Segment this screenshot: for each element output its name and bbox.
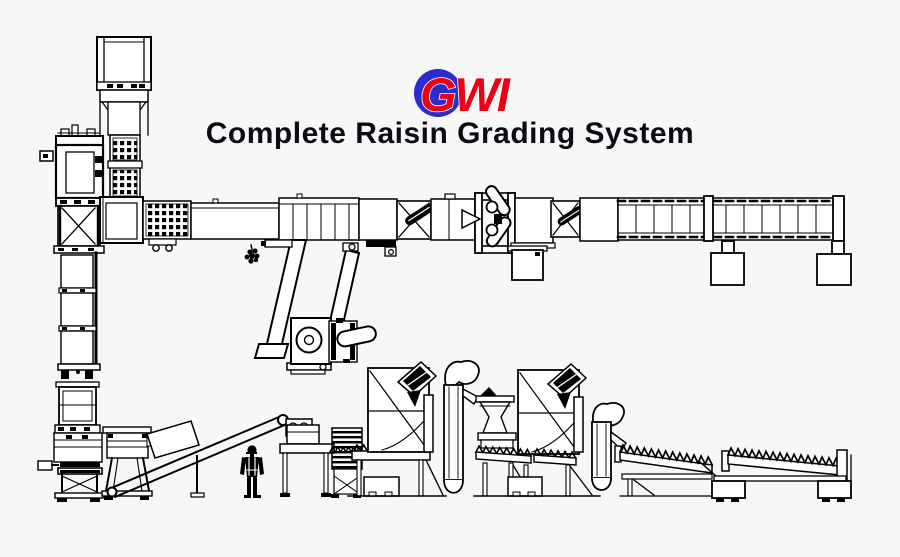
air-separator-2 (517, 362, 588, 455)
page-title: Complete Raisin Grading System (205, 117, 695, 150)
segmented-conveyor-2 (616, 195, 846, 242)
inspection-tower (39, 124, 105, 207)
discharge-chute-right (326, 242, 361, 335)
surge-feeder (475, 387, 517, 449)
transfer-xbox-1 (366, 200, 434, 257)
vibratory-shaker (101, 426, 154, 500)
overhead-storage-bin (96, 36, 152, 91)
cross-brace-section (53, 204, 105, 254)
air-separator-1 (367, 360, 438, 453)
packing-station (279, 424, 363, 498)
discharge-hopper (99, 89, 149, 136)
raisin-cluster (244, 244, 260, 264)
operator-figure (240, 445, 264, 498)
grading-table (347, 443, 447, 497)
discharge-chute-left (253, 239, 308, 359)
cyclone-duct-1 (443, 360, 480, 494)
cyclone-duct-2 (591, 402, 627, 491)
logo-text: GWI (420, 68, 511, 121)
destoner-roller-unit (461, 185, 516, 254)
air-blower-mill (286, 317, 377, 375)
screen-grid-section (142, 200, 192, 252)
logo-circle (414, 69, 462, 117)
segmented-conveyor-1 (278, 193, 360, 241)
screw-grader-2 (699, 446, 852, 502)
grading-deck-2 (473, 444, 601, 497)
transfer-xbox-2 (550, 200, 584, 238)
overhead-belt-conveyor (99, 185, 852, 286)
machinery-linework (37, 36, 852, 502)
product-stack-column (57, 251, 101, 379)
screw-grader-1 (614, 443, 715, 497)
logo: GWI (414, 67, 514, 122)
conveyor-support-legs (710, 240, 852, 286)
infeed-hopper-feeder (37, 381, 104, 502)
bucket-elevator-grid (107, 134, 143, 199)
collection-box (507, 242, 556, 281)
